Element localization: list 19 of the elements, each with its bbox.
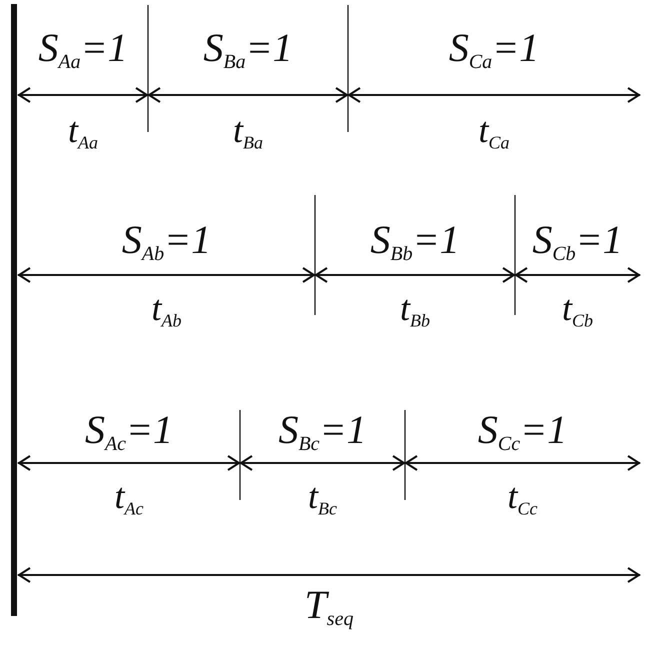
formula-label: S$_{Ac}$=1 [84, 410, 174, 454]
formula-label: S$_{Cb}$=1 [532, 220, 623, 264]
formula-label: S$_{Aa}$=1 [38, 28, 128, 72]
duration-label: t$_{Cb}$ [562, 290, 594, 330]
formula-label: S$_{Bc}$=1 [278, 410, 367, 454]
duration-label: t$_{Aa}$ [68, 112, 98, 152]
formula-label: S$_{Cc}$=1 [478, 410, 568, 454]
duration-label: t$_{Bb}$ [400, 290, 430, 330]
duration-label: t$_{Ba}$ [233, 112, 263, 152]
duration-label: t$_{Bc}$ [308, 478, 337, 518]
formula-label: T$_{seq}$ [304, 585, 354, 629]
formula-label: S$_{Ba}$=1 [203, 28, 293, 72]
formula-label: S$_{Bb}$=1 [370, 220, 460, 264]
duration-label: t$_{Cc}$ [508, 478, 538, 518]
formula-label: S$_{Ab}$=1 [122, 220, 212, 264]
duration-label: t$_{Ac}$ [114, 478, 144, 518]
formula-label: S$_{Ca}$=1 [448, 28, 540, 72]
duration-label: t$_{Ca}$ [478, 112, 510, 152]
duration-label: t$_{Ab}$ [152, 290, 182, 330]
